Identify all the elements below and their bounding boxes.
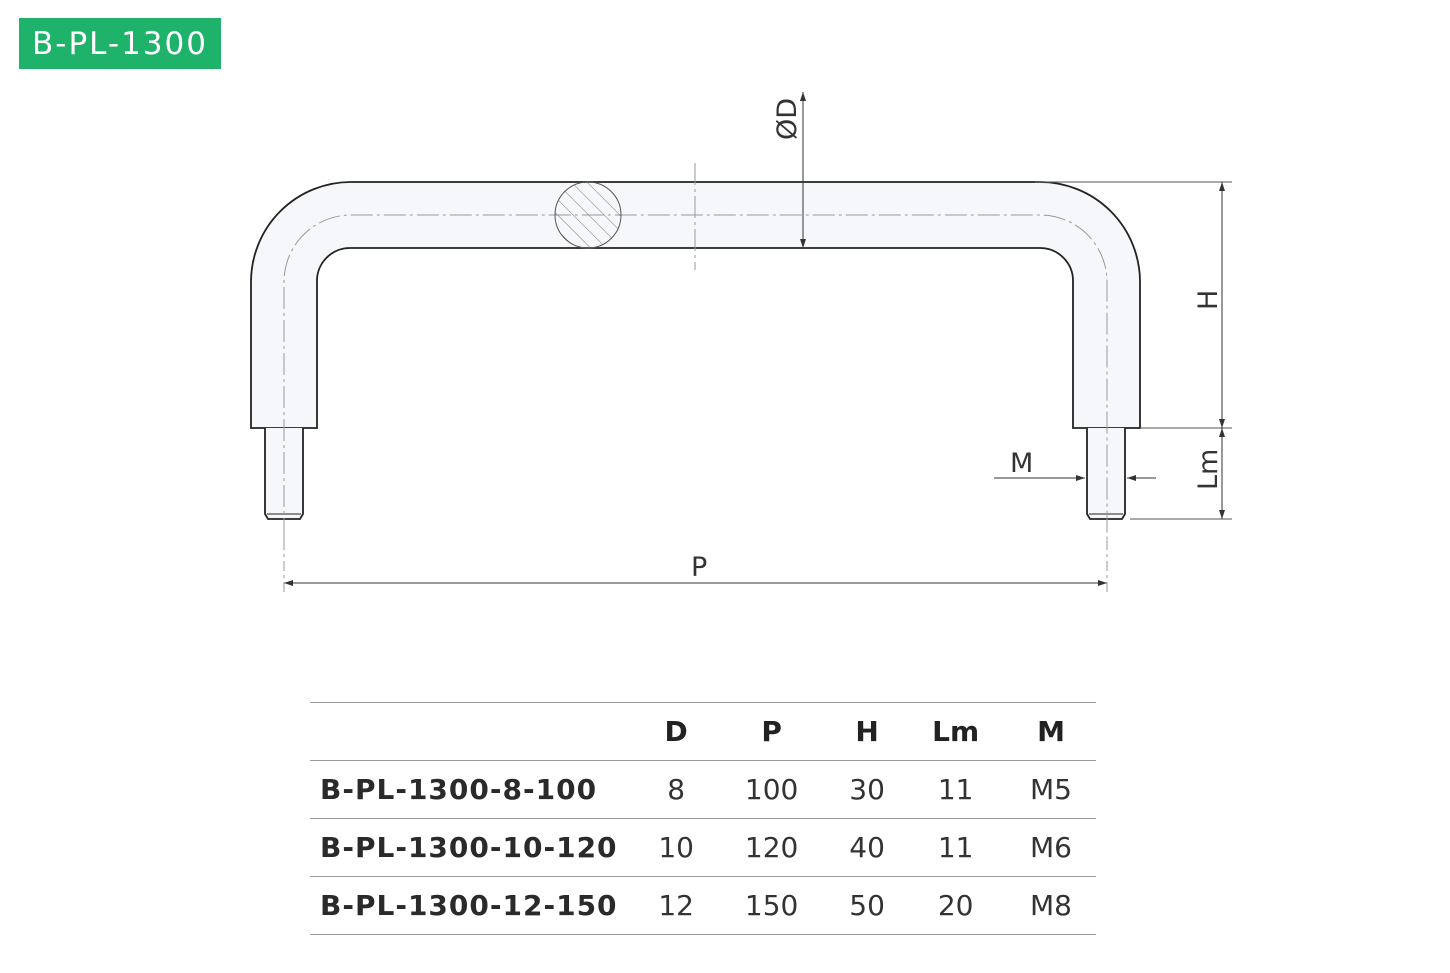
right-thread-stud	[1086, 428, 1126, 520]
header-p: P	[714, 702, 829, 761]
h-cell: 40	[828, 818, 906, 877]
product-title-badge: B-PL-1300	[19, 18, 221, 69]
model-cell: B-PL-1300-8-100	[310, 760, 638, 819]
table-row: B-PL-1300-10-120 10 120 40 11 M6	[310, 818, 1096, 877]
m-cell: M6	[1006, 818, 1096, 877]
d-cell: 12	[638, 876, 715, 935]
specification-table: D P H Lm M B-PL-1300-8-100 8 100 30 11 M…	[310, 702, 1096, 935]
cross-section-hatch	[554, 181, 622, 249]
header-h: H	[828, 702, 906, 761]
diameter-label: ØD	[772, 98, 803, 140]
lm-cell: 20	[905, 876, 1007, 935]
thread-length-label: Lm	[1193, 449, 1224, 490]
thread-label: M	[1010, 448, 1033, 479]
p-cell: 120	[714, 818, 829, 877]
header-lm: Lm	[905, 702, 1007, 761]
table-header-row: D P H Lm M	[310, 702, 1096, 761]
pitch-label: P	[691, 552, 707, 583]
lm-cell: 11	[905, 760, 1007, 819]
header-m: M	[1006, 702, 1096, 761]
lm-cell: 11	[905, 818, 1007, 877]
header-d: D	[638, 702, 715, 761]
m-cell: M8	[1006, 876, 1096, 935]
m-cell: M5	[1006, 760, 1096, 819]
d-cell: 10	[638, 818, 715, 877]
p-cell: 150	[714, 876, 829, 935]
height-label: H	[1193, 290, 1224, 310]
header-model	[310, 702, 638, 761]
model-cell: B-PL-1300-10-120	[310, 818, 638, 877]
h-cell: 50	[828, 876, 906, 935]
model-cell: B-PL-1300-12-150	[310, 876, 638, 935]
table-row: B-PL-1300-12-150 12 150 50 20 M8	[310, 876, 1096, 935]
p-cell: 100	[714, 760, 829, 819]
h-cell: 30	[828, 760, 906, 819]
d-cell: 8	[638, 760, 715, 819]
table-row: B-PL-1300-8-100 8 100 30 11 M5	[310, 760, 1096, 819]
handle-body	[250, 181, 1141, 429]
